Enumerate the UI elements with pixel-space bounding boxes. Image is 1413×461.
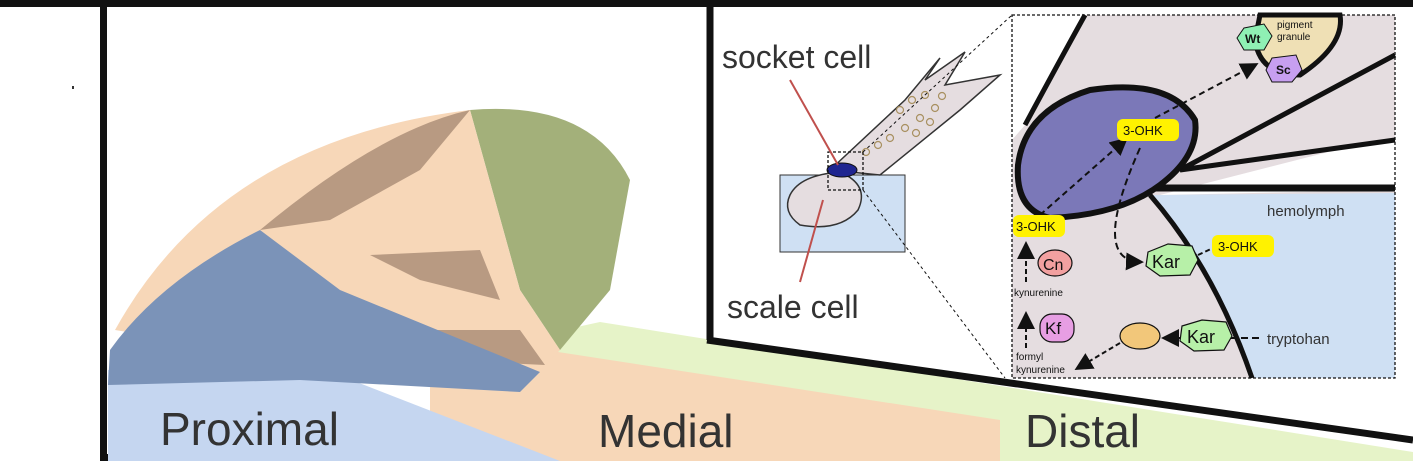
ohk-right-badge: [1212, 235, 1274, 257]
proximal-region: [108, 230, 540, 392]
intermediate-enzyme-shape: [1119, 322, 1161, 350]
ohk-top-badge: [1117, 119, 1179, 141]
kar-ohk-dash: [1197, 247, 1214, 256]
kar-upper-shape: [1145, 243, 1199, 277]
kynurenine-label: kynurenine: [1014, 288, 1063, 299]
wt-enzyme-shape: [1236, 23, 1273, 51]
sc-enzyme-shape: [1265, 54, 1303, 83]
medial-label: Medial: [598, 405, 734, 457]
kar-upper-label: Kar: [1152, 252, 1180, 272]
proximal-light-band: [108, 360, 560, 461]
proximal-label: Proximal: [160, 403, 339, 455]
distal-label: Distal: [1025, 405, 1140, 457]
top-border: [0, 0, 1413, 7]
inset-scale-shaft: [828, 51, 1003, 176]
cn-enzyme-label: Cn: [1043, 257, 1063, 274]
inset-pigment-dots: [861, 90, 947, 157]
distal-region: [470, 108, 630, 350]
wt-enzyme-label: Wt: [1245, 32, 1260, 46]
ohk-right-label: 3-OHK: [1218, 239, 1258, 254]
arrow-3ohk-to-granule: [1154, 63, 1259, 119]
medial-light-band: [430, 340, 1000, 461]
zoom-scale-cell-boundary: [1148, 193, 1255, 379]
inset-scale-cell: [786, 171, 863, 228]
tryptophan-label: tryptohan: [1267, 331, 1330, 348]
zoom-connector-top: [862, 14, 1013, 153]
pigment-granule-label-2: granule: [1277, 32, 1311, 43]
arrow-3ohk-left-to-top: [1039, 137, 1128, 216]
kar-lower-shape: [1179, 319, 1233, 352]
zoom-detail: Wt Sc pigment granule 3-OHK 3-OHK 3-OHK …: [1011, 12, 1397, 379]
ohk-left-label: 3-OHK: [1016, 219, 1056, 234]
formyl-kynurenine-label-2: kynurenine: [1016, 365, 1065, 376]
cn-enzyme-shape: [1037, 249, 1073, 277]
socket-cell-pointer: [789, 79, 839, 166]
stray-mark: [72, 86, 74, 89]
ohk-top-label: 3-OHK: [1123, 123, 1163, 138]
inset-bottom-border: [706, 336, 1413, 444]
scale-cell-label: scale cell: [727, 289, 859, 325]
socket-cell-label: socket cell: [722, 39, 871, 75]
arrow-ellipse-to-formyl: [1074, 342, 1121, 371]
scale-regions: [108, 108, 1413, 461]
zoom-source-box: [827, 151, 864, 191]
arrow-3ohk-top-to-kar: [1114, 147, 1144, 271]
pigment-granule-label-1: pigment: [1277, 20, 1313, 31]
sc-enzyme-label: Sc: [1276, 63, 1291, 77]
medial-dark-streaks: [260, 110, 545, 365]
scale-cell-pointer: [799, 199, 824, 283]
ohk-left-badge: [1013, 215, 1065, 237]
zoom-hemolymph: [1150, 193, 1395, 378]
kar-lower-label: Kar: [1187, 327, 1215, 347]
inset-socket-cell: [826, 162, 858, 178]
left-border: [100, 0, 107, 461]
zoom-top-right-white: [1160, 55, 1395, 195]
hemolymph-label: hemolymph: [1267, 203, 1345, 220]
kf-enzyme-shape: [1039, 313, 1075, 343]
zoom-frame-border: [1011, 14, 1396, 379]
kf-enzyme-label: Kf: [1045, 319, 1061, 338]
formyl-kynurenine-label-1: formyl: [1016, 352, 1043, 363]
